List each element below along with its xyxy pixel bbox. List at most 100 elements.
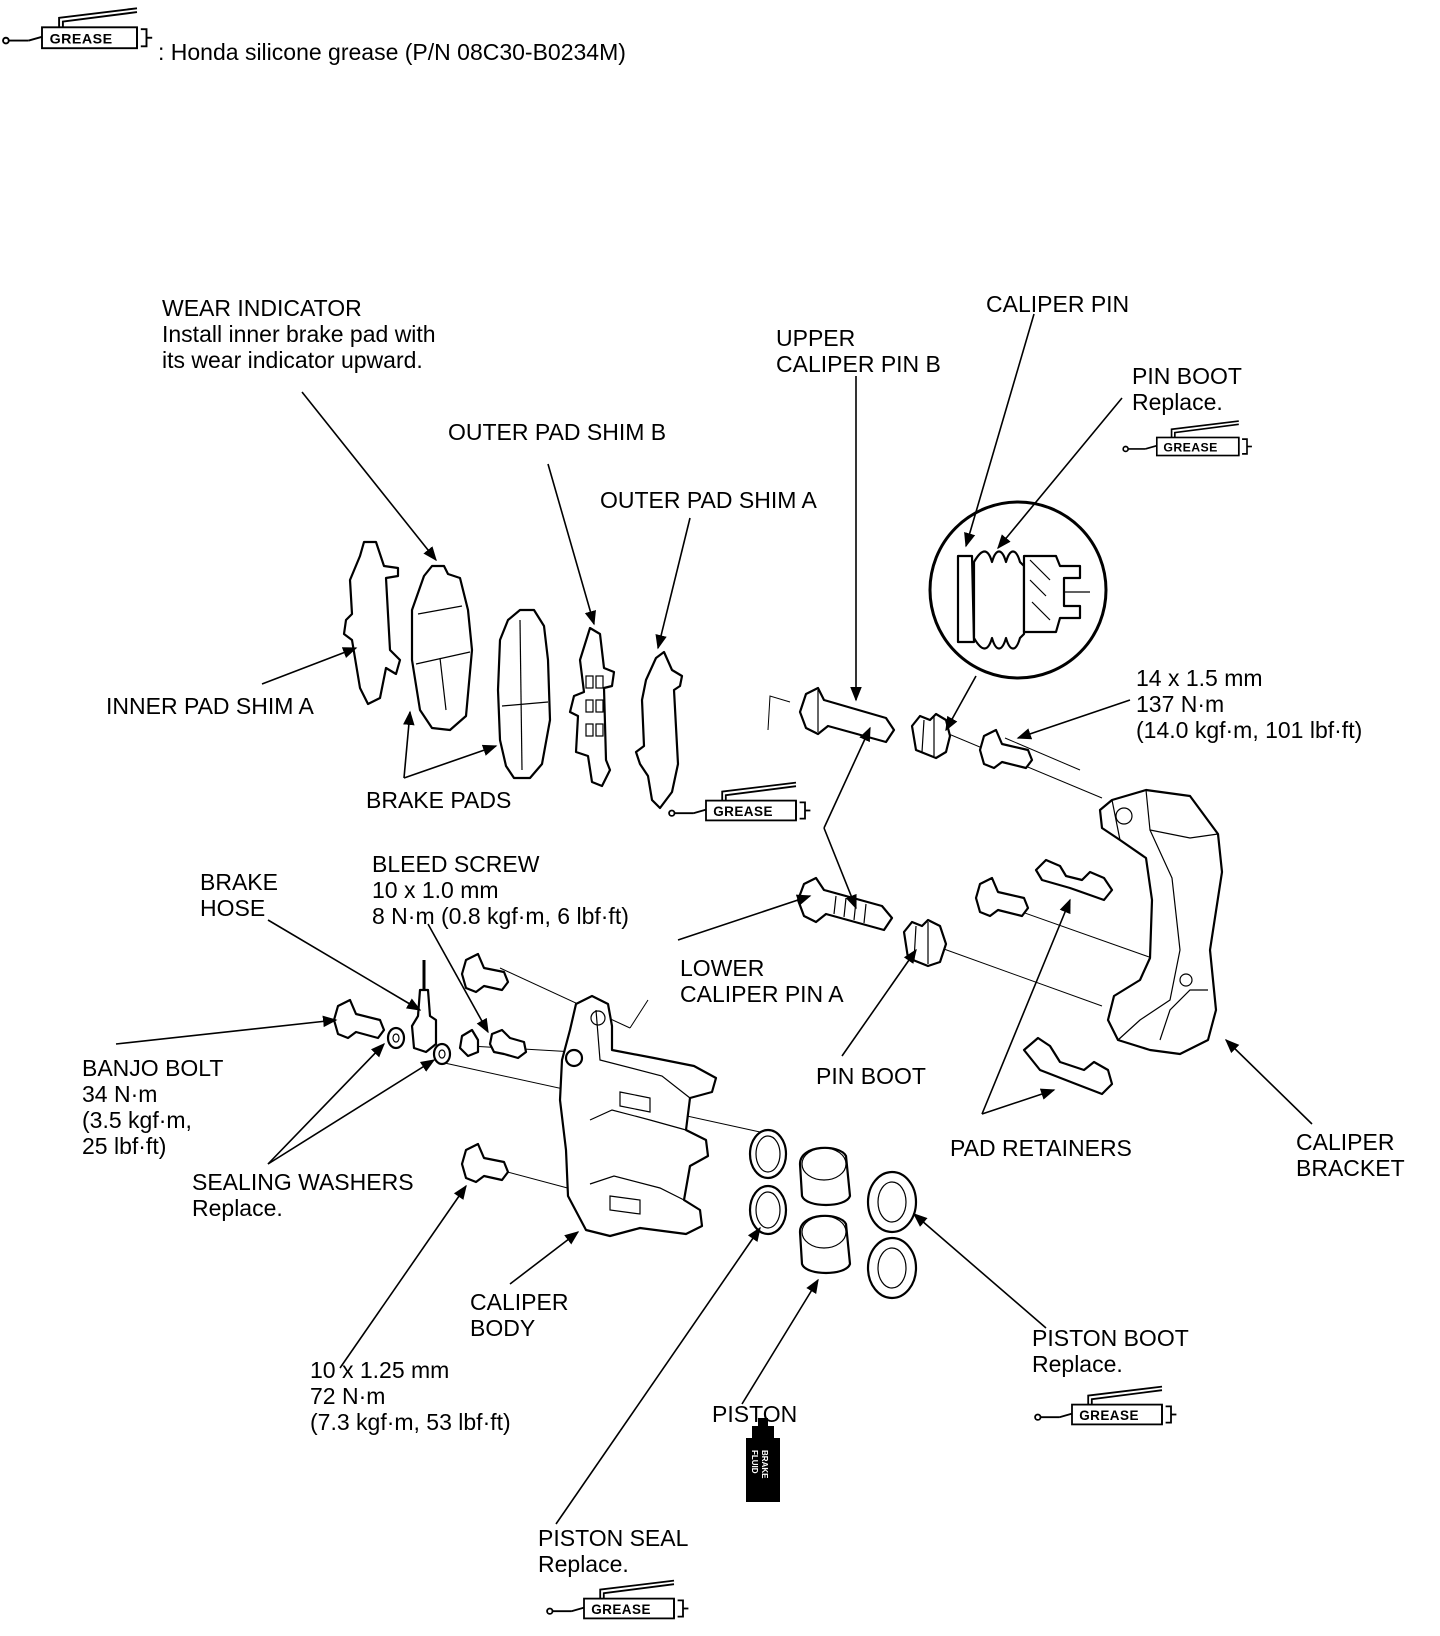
svg-text:(14.0 kgf·m, 101 lbf·ft): (14.0 kgf·m, 101 lbf·ft)	[1136, 717, 1362, 743]
svg-text:LOWER: LOWER	[680, 955, 764, 981]
label-pin-boot-top: PIN BOOT Replace.	[1132, 363, 1242, 415]
svg-text:PISTON SEAL: PISTON SEAL	[538, 1525, 689, 1551]
outer-pad-shim-a	[634, 650, 684, 810]
svg-text:PISTON BOOT: PISTON BOOT	[1032, 1325, 1189, 1351]
label-piston-seal: PISTON SEAL Replace.	[538, 1525, 689, 1577]
svg-text:BODY: BODY	[470, 1315, 535, 1341]
label-lower-caliper-pin-a: LOWER CALIPER PIN A	[680, 955, 844, 1007]
label-sealing-washers: SEALING WASHERS Replace.	[192, 1169, 414, 1221]
leader-lines	[115, 313, 1313, 1525]
svg-text:10 x 1.25 mm: 10 x 1.25 mm	[310, 1357, 449, 1383]
svg-text:Replace.: Replace.	[538, 1551, 629, 1577]
svg-text:PISTON: PISTON	[712, 1401, 797, 1427]
svg-text:Install inner brake pad with: Install inner brake pad with	[162, 321, 436, 347]
caliper-bracket-bolt-upper	[978, 728, 1034, 770]
caliper-bolt-lower	[460, 1142, 510, 1184]
label-piston-boot: PISTON BOOT Replace.	[1032, 1325, 1189, 1377]
label-banjo-bolt: BANJO BOLT 34 N·m (3.5 kgf·m, 25 lbf·ft)	[82, 1055, 223, 1159]
lower-caliper-pin-a	[796, 876, 894, 932]
label-brake-pads: BRAKE PADS	[366, 787, 511, 813]
label-outer-pad-shim-a: OUTER PAD SHIM A	[600, 487, 817, 513]
svg-text:25 lbf·ft): 25 lbf·ft)	[82, 1133, 166, 1159]
pistons	[798, 1146, 852, 1274]
brake-pad-outer	[496, 608, 552, 780]
svg-text:PIN BOOT: PIN BOOT	[816, 1063, 926, 1089]
pin-boot-detail-circle	[928, 500, 1108, 680]
label-upper-caliper-pin-b: UPPER CALIPER PIN B	[776, 325, 941, 377]
label-inner-pad-shim-a: INNER PAD SHIM A	[106, 693, 315, 719]
legend-text: : Honda silicone grease (P/N 08C30-B0234…	[158, 39, 626, 65]
svg-text:BRACKET: BRACKET	[1296, 1155, 1405, 1181]
svg-text:FLUID: FLUID	[750, 1450, 759, 1474]
grease-icon: GREASE	[2, 7, 154, 50]
label-caliper-bolt-torque: 10 x 1.25 mm 72 N·m (7.3 kgf·m, 53 lbf·f…	[310, 1357, 511, 1435]
svg-text:GREASE: GREASE	[50, 31, 113, 47]
label-pin-boot-bottom: PIN BOOT	[816, 1063, 926, 1089]
svg-text:Replace.: Replace.	[1132, 389, 1223, 415]
grease-icon: GREASE	[1122, 420, 1253, 457]
pad-retainer-upper	[1034, 858, 1114, 902]
sealing-washer-left	[386, 1026, 406, 1050]
svg-text:BLEED SCREW: BLEED SCREW	[372, 851, 540, 877]
label-caliper-body: CALIPER BODY	[470, 1289, 568, 1341]
svg-text:Replace.: Replace.	[192, 1195, 283, 1221]
svg-text:(3.5 kgf·m,: (3.5 kgf·m,	[82, 1107, 192, 1133]
label-pad-retainers: PAD RETAINERS	[950, 1135, 1132, 1161]
svg-text:OUTER PAD SHIM B: OUTER PAD SHIM B	[448, 419, 666, 445]
upper-caliper-pin-b	[798, 686, 896, 744]
svg-text:CALIPER: CALIPER	[470, 1289, 568, 1315]
svg-text:PAD RETAINERS: PAD RETAINERS	[950, 1135, 1132, 1161]
svg-text:BRAKE PADS: BRAKE PADS	[366, 787, 511, 813]
caliper-body	[558, 994, 718, 1238]
piston-seals	[748, 1128, 788, 1236]
label-mount-bolt-torque: 14 x 1.5 mm 137 N·m (14.0 kgf·m, 101 lbf…	[1136, 665, 1362, 743]
svg-text:INNER PAD SHIM A: INNER PAD SHIM A	[106, 693, 315, 719]
svg-text:14 x 1.5 mm: 14 x 1.5 mm	[1136, 665, 1263, 691]
svg-text:CALIPER PIN B: CALIPER PIN B	[776, 351, 941, 377]
svg-text:34 N·m: 34 N·m	[82, 1081, 157, 1107]
svg-text:CALIPER PIN A: CALIPER PIN A	[680, 981, 844, 1007]
brake-fluid-icon: BRAKE FLUID	[746, 1418, 780, 1502]
svg-text:its wear indicator upward.: its wear indicator upward.	[162, 347, 423, 373]
caliper-bracket	[1098, 788, 1224, 1056]
bleed-screw	[458, 1028, 528, 1060]
svg-text:137 N·m: 137 N·m	[1136, 691, 1224, 717]
label-piston: PISTON	[712, 1401, 797, 1427]
svg-text:GREASE: GREASE	[591, 1602, 651, 1617]
svg-text:HOSE: HOSE	[200, 895, 265, 921]
legend: GREASE : Honda silicone grease (P/N 08C3…	[2, 7, 626, 65]
svg-text:72 N·m: 72 N·m	[310, 1383, 385, 1409]
svg-text:SEALING WASHERS: SEALING WASHERS	[192, 1169, 414, 1195]
svg-text:WEAR INDICATOR: WEAR INDICATOR	[162, 295, 362, 321]
svg-text:(7.3 kgf·m, 53 lbf·ft): (7.3 kgf·m, 53 lbf·ft)	[310, 1409, 511, 1435]
label-outer-pad-shim-b: OUTER PAD SHIM B	[448, 419, 666, 445]
banjo-bolt	[332, 998, 386, 1040]
svg-text:GREASE: GREASE	[1163, 440, 1217, 454]
outer-pad-shim-b	[568, 626, 616, 788]
pad-retainer-lower	[1022, 1036, 1114, 1096]
svg-text:BRAKE: BRAKE	[760, 1450, 769, 1479]
svg-text:CALIPER: CALIPER	[1296, 1129, 1394, 1155]
svg-text:Replace.: Replace.	[1032, 1351, 1123, 1377]
grease-icon: GREASE	[1034, 1385, 1178, 1426]
inner-pad-shim-a	[342, 540, 402, 706]
svg-text:10 x 1.0 mm: 10 x 1.0 mm	[372, 877, 499, 903]
piston-boots	[866, 1170, 918, 1300]
label-caliper-pin: CALIPER PIN	[986, 291, 1129, 317]
svg-text:OUTER PAD SHIM A: OUTER PAD SHIM A	[600, 487, 817, 513]
label-brake-hose: BRAKE HOSE	[200, 869, 278, 921]
caliper-bolt-upper	[460, 952, 510, 994]
sealing-washer-right	[432, 1042, 452, 1066]
grease-icon: GREASE	[546, 1579, 690, 1620]
svg-text:PIN BOOT: PIN BOOT	[1132, 363, 1242, 389]
grease-icon: GREASE	[668, 781, 812, 822]
assembly-axes	[439, 695, 1153, 1191]
label-caliper-bracket: CALIPER BRACKET	[1296, 1129, 1405, 1181]
svg-text:CALIPER PIN: CALIPER PIN	[986, 291, 1129, 317]
pin-boot-upper	[910, 712, 952, 760]
label-wear-indicator: WEAR INDICATOR Install inner brake pad w…	[162, 295, 436, 373]
svg-text:BRAKE: BRAKE	[200, 869, 278, 895]
brake-hose-fitting	[410, 960, 438, 1054]
caliper-bracket-bolt-lower	[974, 876, 1030, 918]
